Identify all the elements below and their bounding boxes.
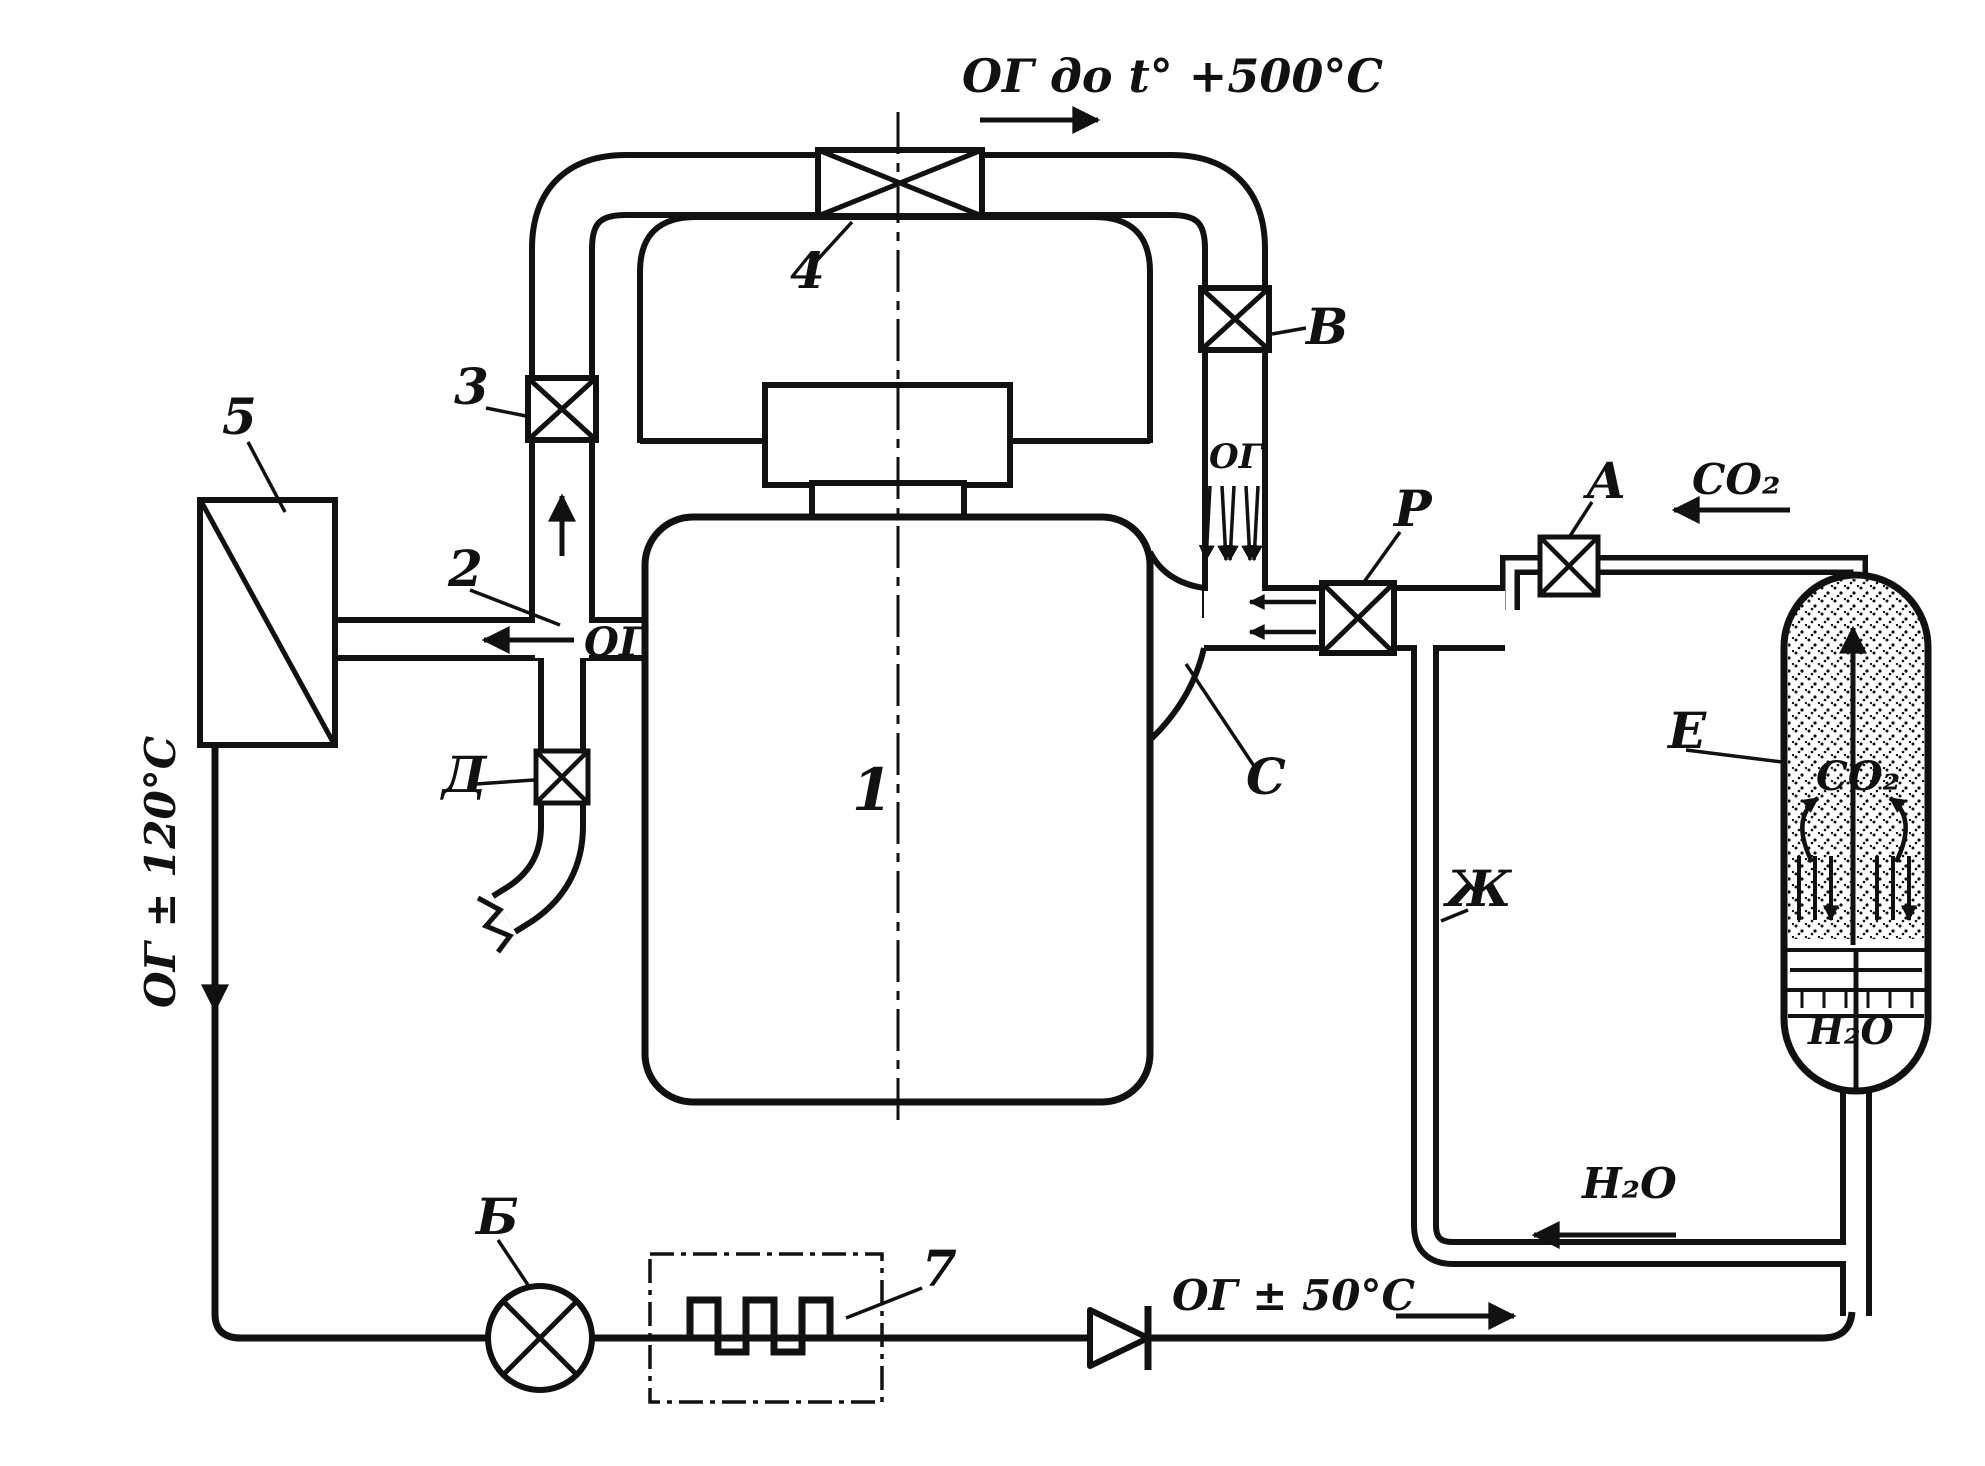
label-d: Д: [440, 745, 488, 804]
label-2: 2: [447, 539, 483, 598]
h2o-vessel-label: H₂O: [1807, 1008, 1894, 1053]
label-zh: Ж: [1442, 859, 1513, 918]
inlet-flare-bottom: [1150, 648, 1204, 740]
label-a: А: [1582, 451, 1627, 510]
label-7: 7: [922, 1239, 957, 1298]
engine-head-box: [765, 385, 1010, 485]
og-spray-label: ОГ: [1209, 437, 1265, 477]
engine-number: 1: [852, 756, 892, 824]
co2-vessel-label: CO₂: [1816, 753, 1900, 800]
valve-d-symbol: [536, 751, 588, 803]
leader-v: [1272, 328, 1306, 334]
cooled-gas-line: [215, 745, 489, 1338]
leader-7: [846, 1288, 922, 1318]
valve-v-symbol: [1201, 288, 1269, 350]
check-valve-triangle: [1090, 1310, 1148, 1366]
valve-a-symbol: [1540, 537, 1598, 595]
top-flow-label: ОГ до t° +500°С: [962, 49, 1383, 103]
co2-in-label: CO₂: [1692, 455, 1780, 504]
blower: [488, 1286, 592, 1390]
label-3: 3: [454, 357, 489, 416]
arrester-dashdot-box: [650, 1254, 882, 1402]
valve-3-symbol: [528, 378, 596, 440]
label-r: Р: [1392, 479, 1433, 538]
inlet-flare-top: [1150, 552, 1204, 588]
flame-arrester: [650, 1254, 882, 1402]
leader-3: [486, 408, 526, 416]
leader-r: [1364, 532, 1400, 582]
leader-b: [498, 1240, 530, 1288]
og-left-label: ОГ: [584, 619, 649, 666]
valve-4-symbol: [818, 150, 982, 216]
label-c: С: [1246, 747, 1286, 806]
og120-label: ОГ ± 120°С: [136, 735, 185, 1008]
label-b: Б: [474, 1187, 519, 1246]
label-4: 4: [790, 241, 825, 300]
leader-c: [1186, 664, 1254, 766]
check-valve: [1090, 1306, 1148, 1370]
label-v: В: [1304, 297, 1348, 356]
label-5: 5: [222, 387, 257, 446]
og50-label: ОГ ± 50°С: [1172, 1271, 1415, 1320]
label-e: Е: [1666, 701, 1707, 760]
arrester-fins: [662, 1300, 854, 1352]
cooler-box: [200, 500, 335, 745]
valve-r-symbol: [1322, 583, 1394, 653]
h2o-return-label: H₂O: [1581, 1159, 1677, 1208]
